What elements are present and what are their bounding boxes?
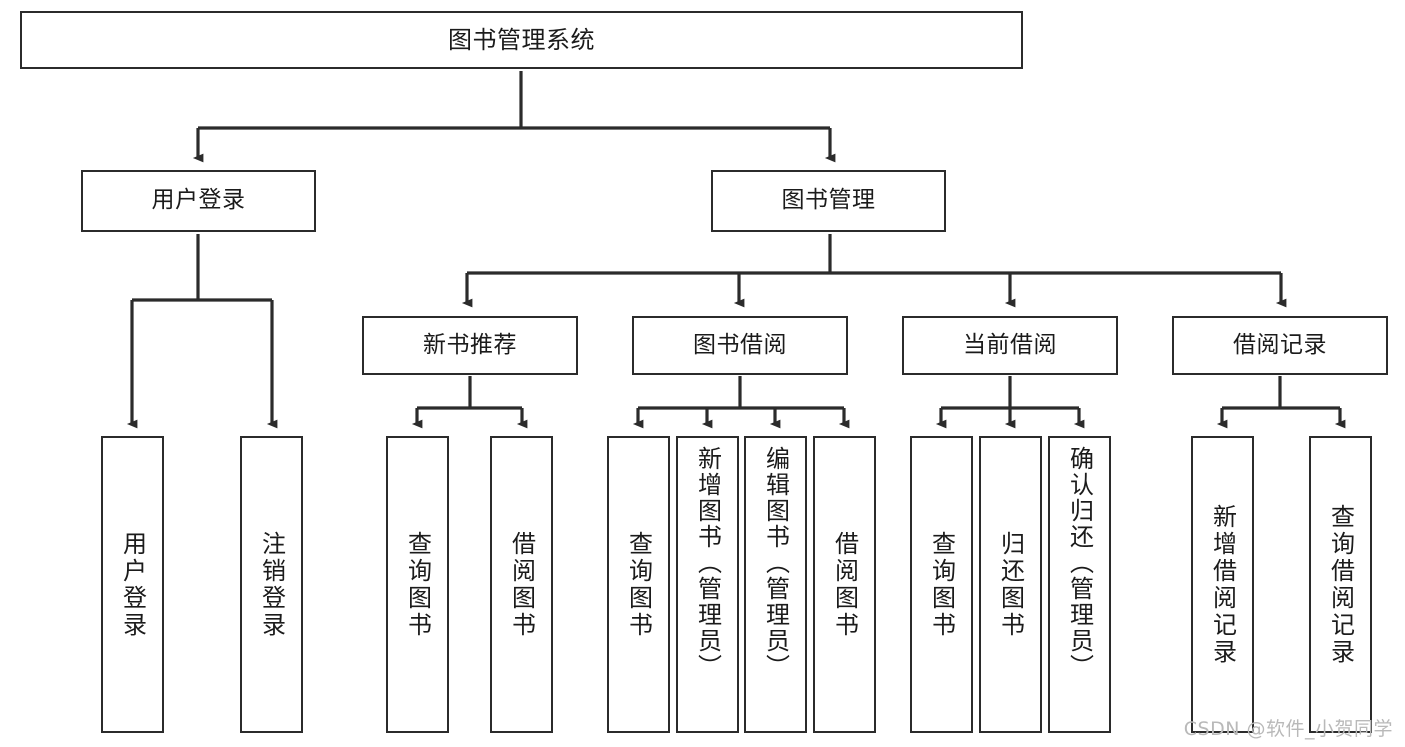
leaf-borrow-edit-book-admin[interactable]: 编辑图书（管理员） (744, 436, 807, 733)
node-label: 新增借阅记录 (1208, 503, 1237, 666)
leaf-recommend-borrow-book[interactable]: 借阅图书 (490, 436, 553, 733)
node-label: 确认归还（管理员） (1065, 446, 1094, 680)
leaf-borrow-borrow-book[interactable]: 借阅图书 (813, 436, 876, 733)
leaf-record-add-borrow-record[interactable]: 新增借阅记录 (1191, 436, 1254, 733)
node-label: 图书借阅 (693, 331, 787, 358)
node-label: 查询借阅记录 (1326, 503, 1355, 666)
node-label: 用户登录 (118, 530, 147, 639)
node-label: 借阅记录 (1233, 331, 1327, 358)
node-label: 查询图书 (624, 530, 653, 639)
node-label: 图书管理 (781, 187, 876, 214)
node-label: 新书推荐 (423, 331, 517, 358)
leaf-logout-login[interactable]: 注销登录 (240, 436, 303, 733)
node-label: 借阅图书 (830, 530, 859, 639)
leaf-current-query-book[interactable]: 查询图书 (910, 436, 973, 733)
node-new-book-recommend[interactable]: 新书推荐 (362, 316, 578, 375)
node-label: 当前借阅 (963, 331, 1057, 358)
node-book-borrow[interactable]: 图书借阅 (632, 316, 848, 375)
node-label: 图书管理系统 (448, 25, 595, 54)
leaf-borrow-add-book-admin[interactable]: 新增图书（管理员） (676, 436, 739, 733)
node-label: 借阅图书 (507, 530, 536, 639)
node-label: 新增图书（管理员） (693, 446, 722, 680)
leaf-current-confirm-return-admin[interactable]: 确认归还（管理员） (1048, 436, 1111, 733)
leaf-borrow-query-book[interactable]: 查询图书 (607, 436, 670, 733)
leaf-record-query-borrow-record[interactable]: 查询借阅记录 (1309, 436, 1372, 733)
node-label: 用户登录 (151, 187, 246, 214)
watermark: CSDN @软件_小贺同学 (1183, 718, 1393, 740)
node-label: 编辑图书（管理员） (761, 446, 790, 680)
node-label: 查询图书 (927, 530, 956, 639)
node-root-system[interactable]: 图书管理系统 (20, 11, 1023, 69)
leaf-user-login[interactable]: 用户登录 (101, 436, 164, 733)
node-label: 归还图书 (996, 530, 1025, 639)
leaf-recommend-query-book[interactable]: 查询图书 (386, 436, 449, 733)
leaf-current-return-book[interactable]: 归还图书 (979, 436, 1042, 733)
node-label: 注销登录 (257, 530, 286, 639)
node-label: 查询图书 (403, 530, 432, 639)
node-current-borrow[interactable]: 当前借阅 (902, 316, 1118, 375)
node-book-management[interactable]: 图书管理 (711, 170, 946, 232)
node-borrow-record[interactable]: 借阅记录 (1172, 316, 1388, 375)
node-user-login[interactable]: 用户登录 (81, 170, 316, 232)
